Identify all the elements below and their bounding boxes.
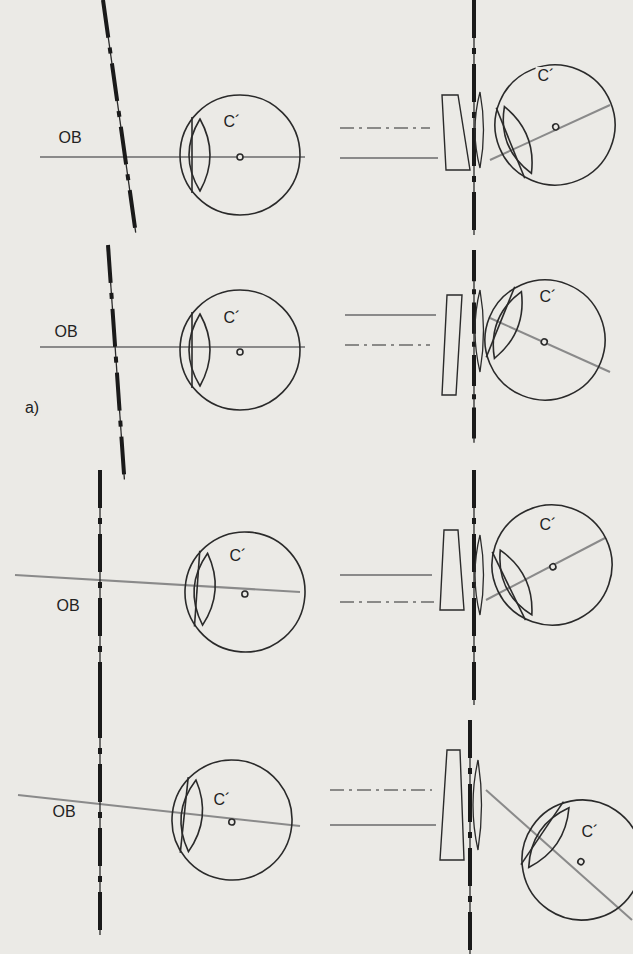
origin-label: OB bbox=[56, 129, 83, 147]
center-label: C´ bbox=[212, 791, 233, 809]
center-label: C´ bbox=[228, 547, 249, 565]
origin-label: OB bbox=[50, 803, 77, 821]
origin-label: OB bbox=[52, 323, 79, 341]
center-label: C´ bbox=[538, 288, 559, 306]
center-label: C´ bbox=[222, 113, 243, 131]
center-label: C´ bbox=[580, 823, 601, 841]
center-label: C´ bbox=[536, 67, 557, 85]
figure-part-label: a) bbox=[23, 399, 41, 417]
origin-label: OB bbox=[54, 597, 81, 615]
center-label: C´ bbox=[222, 309, 243, 327]
center-label: C´ bbox=[538, 516, 559, 534]
